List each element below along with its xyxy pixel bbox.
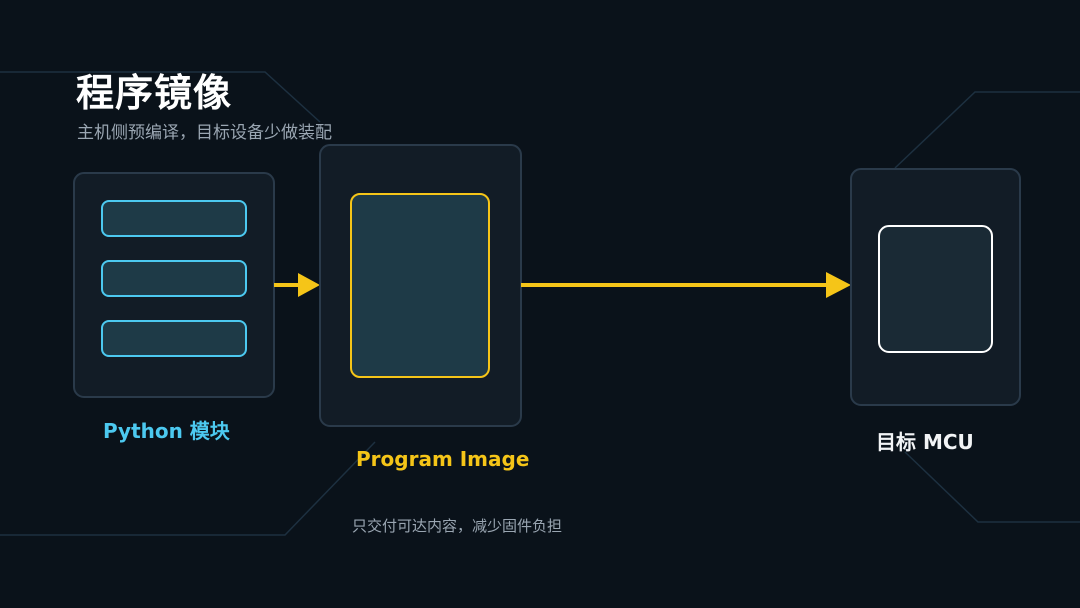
mcu-node bbox=[850, 168, 1021, 406]
python-module-label: Python 模块 bbox=[103, 419, 230, 443]
arrow-python-to-image bbox=[274, 273, 320, 297]
python-module-node bbox=[73, 172, 275, 398]
circuit-line-bottom-left bbox=[0, 441, 376, 536]
python-module-block-3 bbox=[101, 320, 247, 357]
footnote: 只交付可达内容，减少固件负担 bbox=[352, 517, 563, 535]
python-module-block-1 bbox=[101, 200, 247, 237]
circuit-line-top-right bbox=[894, 91, 1080, 169]
python-module-block-2 bbox=[101, 260, 247, 297]
program-image-node bbox=[319, 144, 522, 427]
program-image-block bbox=[350, 193, 490, 378]
circuit-line-top-left bbox=[0, 71, 321, 123]
mcu-chip-block bbox=[878, 225, 993, 353]
page-subtitle: 主机侧预编译，目标设备少做装配 bbox=[77, 123, 332, 143]
page-title: 程序镜像 bbox=[76, 71, 233, 115]
circuit-line-bottom-right bbox=[904, 451, 1080, 523]
mcu-label: 目标 MCU bbox=[876, 430, 974, 454]
program-image-label: Program Image bbox=[356, 447, 530, 471]
arrow-image-to-mcu bbox=[521, 272, 851, 298]
